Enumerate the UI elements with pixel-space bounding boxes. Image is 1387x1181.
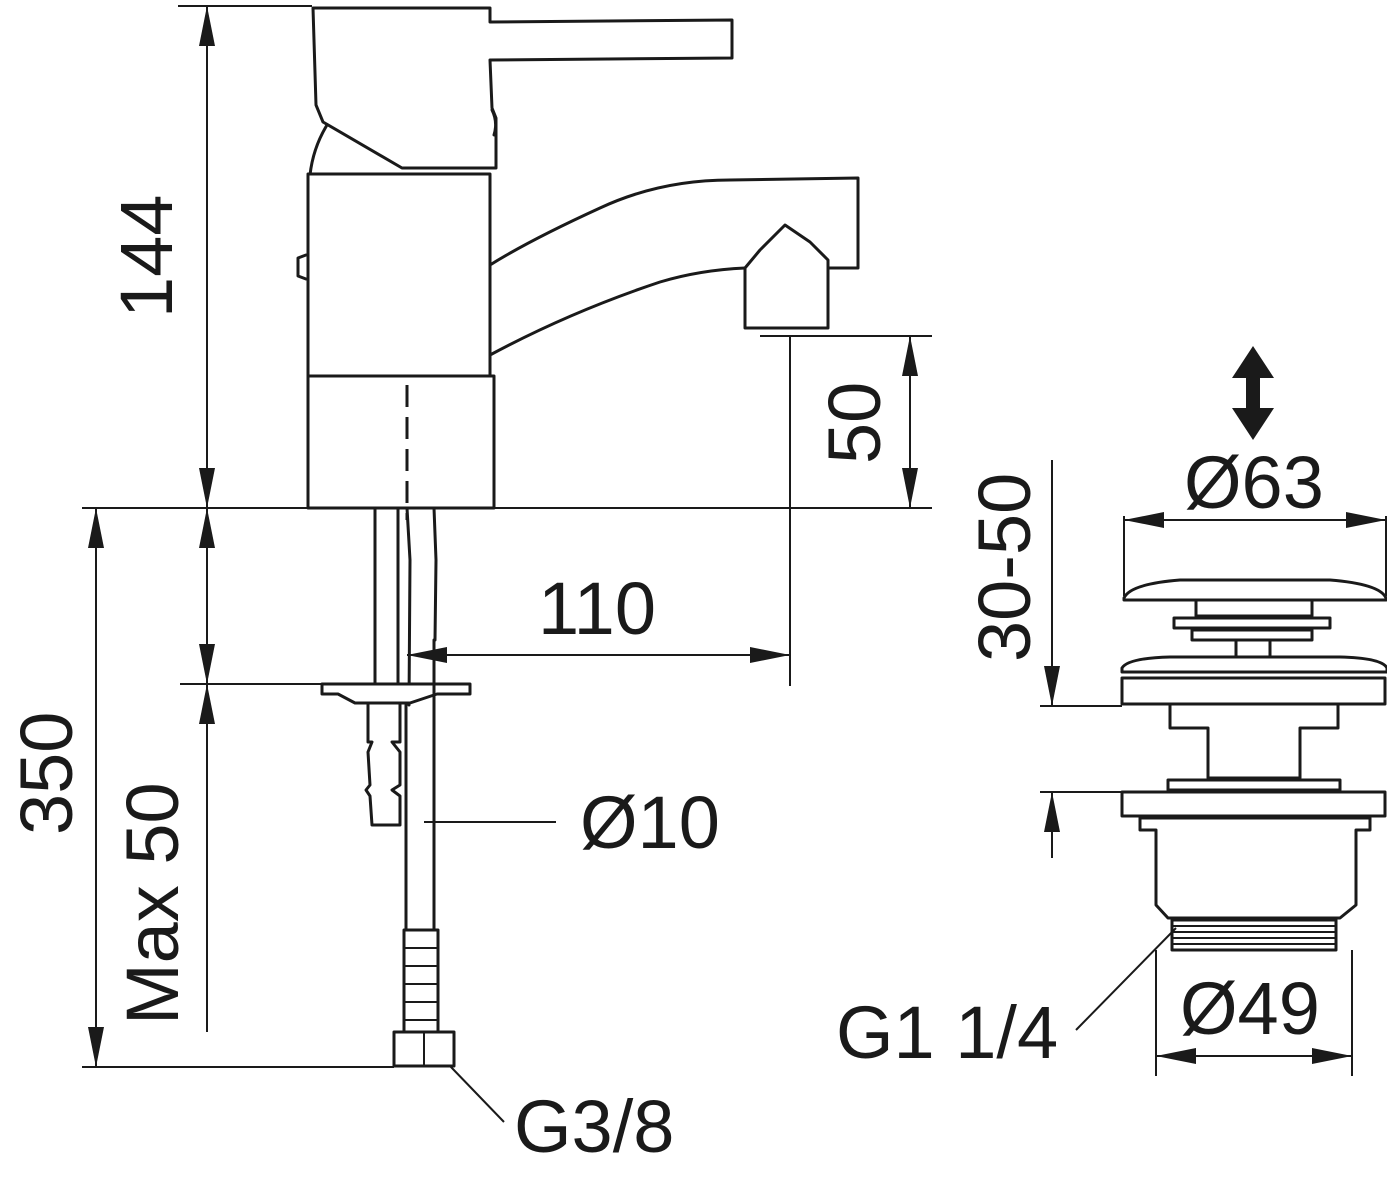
label-50-spout: 50 [813,382,896,464]
waste-flange [1120,655,1387,674]
label-plug-diameter: Ø63 [1184,441,1324,524]
faucet-lever [311,6,734,170]
label-waste-range: 30-50 [963,473,1046,662]
waste-dimensions: 30-50 Ø63 Ø49 G1 1/4 [836,441,1387,1076]
plug-washer-2 [1190,628,1314,642]
hose-crimp [402,928,440,1034]
label-body-diameter: Ø49 [1180,967,1320,1050]
flange-ring [1120,676,1387,706]
label-350: 350 [5,712,88,835]
lever-joint [490,108,498,137]
label-hose-thread: G3/8 [514,1085,674,1168]
plug-shaft [1234,638,1272,659]
waste-lower-flange [1120,790,1387,818]
waste-body [1138,816,1372,920]
faucet-base [306,374,496,510]
side-button [296,253,308,281]
connector-washer [1166,778,1342,792]
spout-aerator [743,223,830,330]
label-max-50: Max 50 [111,782,194,1025]
up-down-arrow-icon [1232,346,1274,440]
waste-drawing [1120,346,1387,952]
lever-cap-curve [308,123,329,177]
faucet-upper-body [306,172,492,378]
hose [404,638,436,932]
thread-lines [1172,925,1336,945]
label-144: 144 [105,195,188,318]
label-hose-diameter: Ø10 [580,781,720,864]
plug-cap [1122,578,1387,602]
faucet-dimensions: 144 50 110 350 Max 50 Ø10 G3/8 [5,5,932,1168]
crimp-lines [404,947,438,1021]
waste-thread [1170,918,1338,952]
label-waste-thread: G1 1/4 [836,991,1058,1074]
plug-washer [1172,616,1332,630]
waste-connector [1168,702,1340,780]
mounting-nut [364,701,402,827]
plug-stem [1194,598,1314,618]
mounting-plate [320,682,472,705]
faucet-drawing [296,6,860,1068]
hose-upper [405,506,438,707]
faucet-spout [488,176,860,357]
label-110: 110 [538,567,656,650]
mounting-stud [373,506,400,707]
